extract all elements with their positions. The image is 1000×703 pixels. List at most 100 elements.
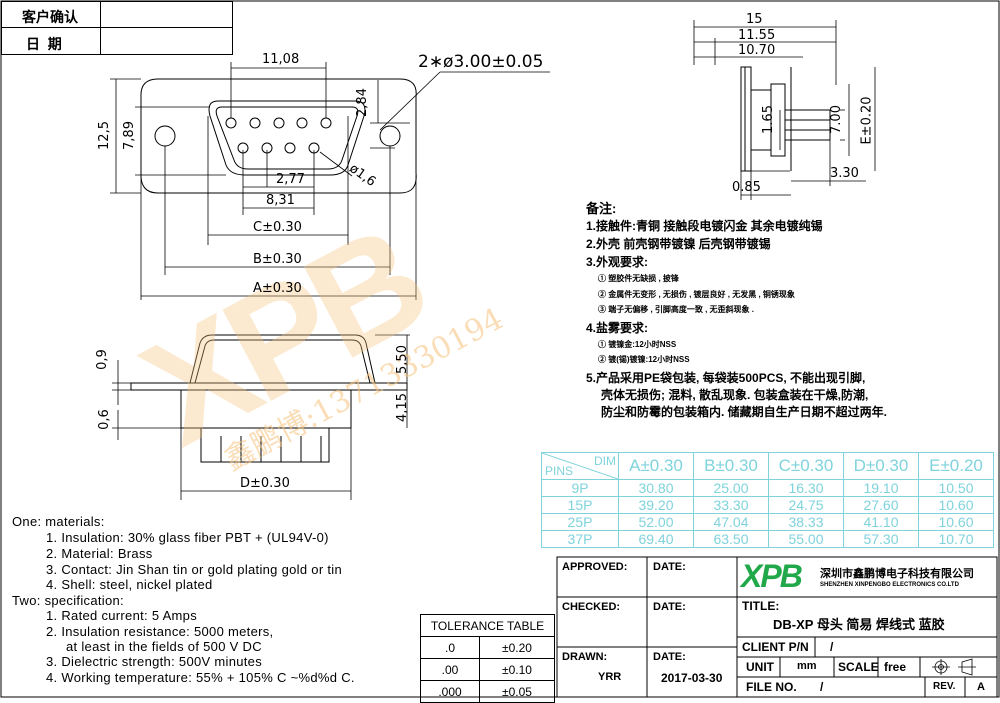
table-cell: ±0.10 (479, 658, 555, 681)
client-pn-value: / (830, 640, 834, 654)
date-label: 日 期 (26, 36, 62, 52)
dim-277: 2,77 (276, 172, 305, 187)
spec-line: 1. Insulation: 30% glass fiber PBT + (UL… (46, 530, 329, 545)
company-logo: XPB (741, 558, 803, 594)
note-3a: ① 塑胶件无缺损 , 披锋 (598, 274, 679, 283)
dim-e: E±0.20 (859, 96, 875, 145)
table-cell: 10.50 (918, 479, 994, 497)
pin-table-header: D±0.30 (843, 452, 919, 480)
approved-label: APPROVED: (562, 561, 628, 573)
dim-hole: 2∗ø3.00±0.05 (418, 52, 544, 72)
checked-label: CHECKED: (562, 601, 621, 613)
note-2: 2.外壳 前壳钢带镀镍 后壳钢带镀锡 (586, 237, 771, 251)
table-cell: 38.33 (768, 513, 844, 531)
pin-table-corner-pins: PINS (545, 464, 574, 478)
pin-table-header: A±0.30 (618, 452, 694, 480)
note-3c: ③ 端子无偏移 , 引脚高度一致 , 无歪斜现象 . (598, 305, 755, 314)
pin-table-corner-dim: DIM (594, 454, 616, 468)
table-row: 9P 30.80 25.00 16.30 19.10 10.50 (541, 479, 994, 497)
dim-085: 0.85 (732, 180, 761, 195)
table-cell: .00 (420, 658, 480, 681)
title-value: DB-XP 母头 简易 焊线式 蓝胶 (773, 617, 945, 632)
unit-value: mm (797, 660, 817, 672)
rev-value: A (977, 681, 985, 693)
unit-label: UNIT (746, 660, 774, 674)
dim-09: 0,9 (94, 349, 110, 370)
table-cell: 10.70 (918, 530, 994, 548)
spec-line: 2. Insulation resistance: 5000 meters, (46, 624, 274, 639)
dim-1155: 11.55 (738, 28, 776, 43)
dim-165: 1.65 (760, 105, 776, 134)
spec-line: Two: specification: (12, 593, 124, 608)
table-cell: 55.00 (768, 530, 844, 548)
table-cell: 10.60 (918, 513, 994, 531)
pin-dimension-table: DIM PINS A±0.30 B±0.30 C±0.30 D±0.30 E±0… (541, 452, 994, 548)
dim-c: C±0.30 (253, 220, 302, 235)
table-cell: .0 (420, 636, 480, 659)
spec-line: at least in the fields of 500 V DC (66, 639, 262, 654)
table-cell: 33.30 (693, 496, 769, 514)
rev-label: REV. (933, 681, 956, 692)
title-block-frame (556, 556, 998, 698)
projection-symbol (932, 658, 976, 676)
table-cell: 27.60 (843, 496, 919, 514)
company-name-en: SHENZHEN XINPENGBO ELECTRONICS CO.LTD (820, 582, 959, 588)
date-box (1, 27, 233, 55)
dim-b: B±0.30 (253, 252, 302, 267)
pin-count: 15P (541, 496, 619, 514)
checked-date-label: DATE: (653, 601, 686, 613)
header-label-col (1, 1, 101, 55)
table-row: .0±0.20 (420, 636, 555, 659)
table-cell: 47.04 (693, 513, 769, 531)
table-cell: 19.10 (843, 479, 919, 497)
spec-line: 3. Contact: Jin Shan tin or gold plating… (46, 562, 342, 577)
spec-line: 1. Rated current: 5 Amps (46, 608, 197, 623)
table-row: 25P 52.00 47.04 38.33 41.10 10.60 (541, 513, 994, 531)
front-view-dimension-lines (110, 62, 550, 300)
pin-table-header: E±0.20 (918, 452, 994, 480)
dim-125: 12,5 (96, 121, 112, 150)
scale-value: free (884, 660, 907, 674)
spec-line: One: materials: (12, 514, 105, 529)
approved-date-label: DATE: (653, 561, 686, 573)
dim-d: D±0.30 (240, 476, 290, 491)
note-5c: 防尘和防霉的包装箱内. 储藏期自生产日期不超过两年. (601, 405, 888, 419)
file-no-label: FILE NO. (746, 680, 797, 694)
dim-284: 2,84 (354, 88, 370, 117)
note-4a: ① 镀镍金:12小时NSS (598, 340, 677, 349)
pin-table-header: C±0.30 (768, 452, 844, 480)
spec-line: 2. Material: Brass (46, 546, 153, 561)
client-pn-label: CLIENT P/N (742, 640, 809, 654)
spec-line: 4. Working temperature: 55% + 105% C ~%d… (46, 670, 355, 685)
dim-15: 15 (746, 12, 763, 27)
dim-700: 7.00 (828, 105, 844, 134)
dim-1070: 10.70 (738, 43, 776, 58)
table-cell: 57.30 (843, 530, 919, 548)
table-cell: 10.60 (918, 496, 994, 514)
table-cell: 52.00 (618, 513, 694, 531)
notes-title: 备注: (586, 201, 617, 216)
note-5a: 5.产品采用PE袋包装, 每袋装500PCS, 不能出现引脚, (586, 371, 866, 385)
front-view-outline (140, 78, 417, 194)
side-view-dimension-lines (693, 20, 876, 200)
drawn-by: YRR (598, 671, 622, 683)
drawn-date-label: DATE: (653, 651, 686, 663)
pin-count: 25P (541, 513, 619, 531)
table-row: .000±0.05 (420, 680, 555, 703)
drawn-label: DRAWN: (562, 651, 608, 663)
table-row: .00±0.10 (420, 658, 555, 681)
note-4: 4.盐雾要求: (586, 321, 649, 335)
file-no-value: / (820, 680, 824, 694)
table-cell: 24.75 (768, 496, 844, 514)
pin-count: 37P (541, 530, 619, 548)
note-5b: 壳体无损伤; 混料, 散乱现象. 包装盒装在干燥,防潮, (601, 388, 869, 402)
pin-table-header: B±0.30 (693, 452, 769, 480)
dim-a: A±0.30 (253, 281, 302, 296)
dim-06: 0,6 (96, 409, 112, 430)
note-3: 3.外观要求: (586, 255, 649, 269)
table-cell: ±0.20 (479, 636, 555, 659)
table-row: 15P 39.20 33.30 24.75 27.60 10.60 (541, 496, 994, 514)
dim-831: 8,31 (266, 193, 295, 208)
bottom-view-outline (130, 334, 408, 463)
customer-confirm-label: 客户确认 (22, 9, 78, 25)
